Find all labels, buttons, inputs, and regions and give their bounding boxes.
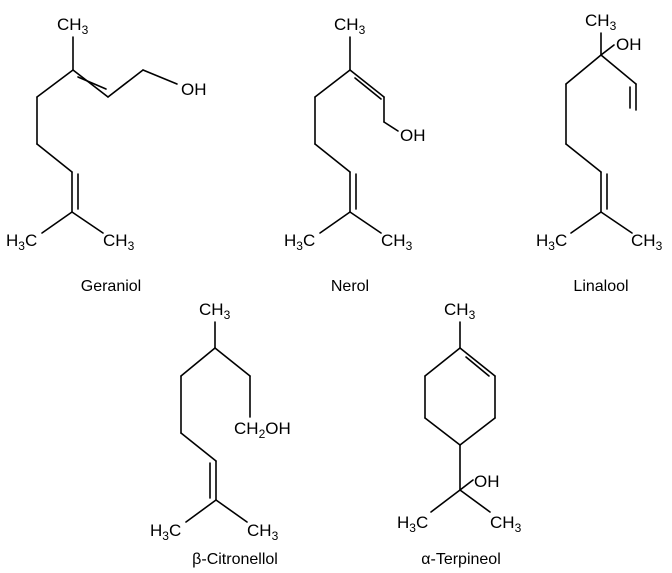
citronellol-hydroxymethyl: CH2OH: [234, 419, 291, 441]
terpineol-right-methyl: CH3: [490, 513, 522, 535]
linalool-bonds: [565, 32, 637, 234]
geraniol-bonds: [36, 36, 178, 234]
nerol-left-methyl: H3C: [284, 231, 315, 253]
nerol-label: Nerol: [331, 278, 369, 295]
linalool-right-methyl: CH3: [631, 231, 663, 253]
terpineol-top-methyl: CH3: [444, 300, 476, 322]
terpineol-left-methyl: H3C: [397, 513, 428, 535]
linalool-left-methyl: H3C: [536, 231, 567, 253]
nerol-bonds: [314, 36, 399, 234]
citronellol-label: β-Citronellol: [192, 551, 278, 568]
nerol-right-methyl: CH3: [381, 231, 413, 253]
linalool-hydroxyl: OH: [616, 35, 642, 54]
linalool-label: Linalool: [573, 278, 628, 295]
citronellol-bonds: [180, 321, 251, 523]
geraniol-right-methyl: CH3: [103, 231, 135, 253]
nerol-top-methyl: CH3: [334, 15, 366, 37]
linalool-top-methyl: CH3: [585, 11, 617, 33]
citronellol-left-methyl: H3C: [150, 521, 181, 543]
molecule-linalool: CH3 OH H3C CH3 Linalool: [536, 11, 663, 295]
molecule-citronellol: CH3 CH2OH H3C CH3 β-Citronellol: [150, 300, 291, 568]
geraniol-hydroxyl: OH: [181, 80, 207, 99]
geraniol-label: Geraniol: [81, 278, 141, 295]
molecule-terpineol: CH3 OH H3C CH3 α-Terpineol: [397, 300, 522, 568]
geraniol-left-methyl: H3C: [6, 231, 37, 253]
citronellol-top-methyl: CH3: [199, 300, 231, 322]
nerol-hydroxyl: OH: [400, 126, 426, 145]
citronellol-right-methyl: CH3: [247, 521, 279, 543]
molecule-geraniol: CH3 OH H3C CH3 Geraniol: [6, 15, 207, 295]
geraniol-top-methyl: CH3: [57, 15, 89, 37]
terpineol-label: α-Terpineol: [421, 551, 501, 568]
molecule-nerol: CH3 OH H3C CH3 Nerol: [284, 15, 426, 295]
terpineol-hydroxyl: OH: [474, 472, 500, 491]
terpineol-bonds: [424, 321, 496, 513]
